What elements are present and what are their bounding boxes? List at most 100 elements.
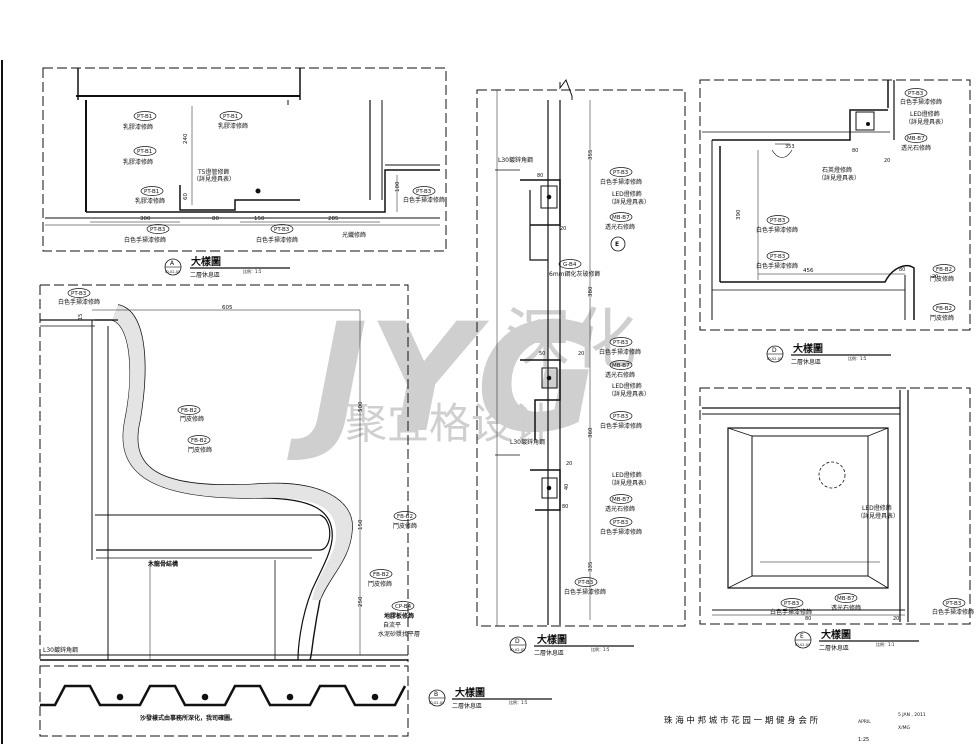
dim-a-240: 240 xyxy=(183,133,189,144)
svg-text:透光石修飾: 透光石修飾 xyxy=(605,371,635,379)
title-block-e: E ID-02-01 大樣圖 二層休息區 比例：1:1 xyxy=(794,628,919,652)
dim-b-500: 500 xyxy=(358,401,364,412)
label-self-level: 自流平 xyxy=(383,621,401,629)
svg-text:（詳見燈具表）: （詳見燈具表） xyxy=(608,390,650,398)
svg-text:B: B xyxy=(434,691,438,698)
tag-pt-b1-2 xyxy=(219,111,243,121)
drawing-initials: X/MG xyxy=(898,725,910,731)
svg-text:白色手掃漆修飾: 白色手掃漆修飾 xyxy=(756,262,798,270)
title-b-sub: 二層休息區 xyxy=(452,702,482,710)
tag-pt-b3-a2 xyxy=(146,224,170,234)
svg-text:FB-B2: FB-B2 xyxy=(191,438,207,444)
svg-text:FB-B2: FB-B2 xyxy=(936,267,952,273)
svg-text:ID-02-01: ID-02-01 xyxy=(767,357,782,361)
dim-c-40: 40 xyxy=(564,484,570,490)
dim-c-20a: 20 xyxy=(560,226,566,232)
watermark: JYG 深化 聚宜格设计 xyxy=(287,292,637,466)
title-b-main: 大樣圖 xyxy=(455,686,485,699)
svg-text:ID-02-01: ID-02-01 xyxy=(429,701,444,705)
svg-text:PT-B1: PT-B1 xyxy=(223,114,238,120)
title-e-sub: 二層休息區 xyxy=(819,644,849,652)
label-white-paint-b: 白色手掃漆修飾 xyxy=(58,298,100,306)
title-c-main: 大樣圖 xyxy=(537,633,567,646)
dim-d-80: 80 xyxy=(852,148,858,154)
title-block-b: B ID-02-01 大樣圖 二層休息區 比例：1:5 xyxy=(428,686,552,710)
label-light-box: 光纖修飾 xyxy=(342,231,366,239)
detail-b-annotations: PT-B3 白色手掃漆修飾 605 500 150 250 15 FB-B2 鬥… xyxy=(43,288,420,722)
svg-text:PT-B3: PT-B3 xyxy=(274,227,290,233)
svg-text:透光石修飾: 透光石修飾 xyxy=(605,505,635,513)
svg-text:MB-B7: MB-B7 xyxy=(837,596,855,602)
dim-c-360: 360 xyxy=(588,427,594,438)
svg-text:LED燈修飾: LED燈修飾 xyxy=(910,110,940,118)
svg-text:PT-B3: PT-B3 xyxy=(613,414,629,420)
dim-c-20b: 20 xyxy=(578,351,584,357)
svg-text:PT-B3: PT-B3 xyxy=(908,91,924,97)
tag-pt-b1-4 xyxy=(140,186,164,196)
dim-d-20b: 20 xyxy=(932,274,938,280)
dim-c-355-top: 355 xyxy=(588,149,594,160)
svg-text:白色手掃漆修飾: 白色手掃漆修飾 xyxy=(600,528,642,536)
dim-c-380: 380 xyxy=(588,286,594,297)
title-block-d: D ID-02-01 大樣圖 二層休息區 比例：1:5 xyxy=(766,342,891,366)
label-latex-paint-1: 乳膠漆修飾 xyxy=(123,123,153,131)
dim-d-20: 20 xyxy=(884,158,890,164)
dim-a-150: 150 xyxy=(254,216,265,222)
svg-text:白色手掃漆修飾: 白色手掃漆修飾 xyxy=(770,608,812,616)
svg-text:白色手掃漆修飾: 白色手掃漆修飾 xyxy=(756,226,798,234)
detail-e-annotations: LED燈修飾 （詳見燈具表） PT-B3 白色手掃漆修飾 MB-B7 透光石修飾… xyxy=(770,504,974,622)
detail-e xyxy=(699,387,971,625)
dim-a-60: 60 xyxy=(183,193,189,200)
svg-text:E: E xyxy=(800,633,804,640)
svg-text:MB-B7: MB-B7 xyxy=(612,497,630,503)
tag-pt-b1-3 xyxy=(133,146,157,156)
svg-text:PT-B3: PT-B3 xyxy=(770,254,786,260)
project-info: 珠 海 中 邦 城 市 花 园 一 期 健 身 会 所 5 JAN , 2011… xyxy=(664,712,926,743)
svg-text:PT-B3: PT-B3 xyxy=(416,189,432,195)
svg-text:PT-B3: PT-B3 xyxy=(770,218,786,224)
svg-text:LED燈修飾: LED燈修飾 xyxy=(612,382,642,390)
svg-text:透光石修飾: 透光石修飾 xyxy=(831,604,861,612)
svg-text:PT-B1: PT-B1 xyxy=(137,114,152,120)
drawing-month: APRIL xyxy=(858,719,871,725)
svg-text:ID-02-01: ID-02-01 xyxy=(165,270,180,274)
label-cement-screed: 水泥砂漿找平層 xyxy=(378,630,420,638)
detail-b xyxy=(39,284,409,737)
svg-text:FB-B2: FB-B2 xyxy=(397,514,413,520)
label-see-lamp-a: （詳見燈具表） xyxy=(193,175,235,183)
svg-text:PT-B3: PT-B3 xyxy=(71,291,87,297)
title-block-c: D ID-02-01 大樣圖 二層休息區 比例：1:5 xyxy=(509,633,634,657)
label-carpet: 地膠板修飾 xyxy=(384,612,414,620)
label-white-paint-a3: 白色手掃漆修飾 xyxy=(256,236,298,244)
detail-c-annotations: L30鍍鋅角鋼 L30鍍鋅角鋼 355 380 360 335 80 20 50… xyxy=(498,149,650,596)
dim-c-80b: 80 xyxy=(562,504,568,510)
svg-text:A: A xyxy=(170,260,175,267)
label-leather-b4: 鬥皮修飾 xyxy=(368,580,392,588)
detail-d xyxy=(699,79,971,331)
title-a-sub: 二層休息區 xyxy=(190,271,220,279)
svg-text:白色手掃漆修飾: 白色手掃漆修飾 xyxy=(900,98,942,106)
dim-d-390: 390 xyxy=(736,209,742,220)
svg-text:比例：1:5: 比例：1:5 xyxy=(243,268,262,274)
label-galv-angle-c2: L30鍍鋅角鋼 xyxy=(510,438,545,446)
dim-d-80b: 80 xyxy=(899,267,905,273)
dim-e-20: 20 xyxy=(893,616,899,622)
drawing-scale: 1:25 xyxy=(858,737,869,743)
tag-pt-b3-a1 xyxy=(412,186,436,196)
dim-a-100: 100 xyxy=(395,181,401,192)
dim-a-285: 285 xyxy=(328,216,339,222)
svg-text:白色手掃漆修飾: 白色手掃漆修飾 xyxy=(600,422,642,430)
svg-text:PT-B3: PT-B3 xyxy=(613,170,629,176)
title-a-main: 大樣圖 xyxy=(191,255,221,268)
tag-pt-b1-1 xyxy=(133,111,157,121)
dim-b-250: 250 xyxy=(358,596,364,607)
label-white-paint-a1: 白色手掃漆修飾 xyxy=(403,196,445,204)
label-latex-paint-2: 乳膠漆修飾 xyxy=(218,122,248,130)
svg-text:FB-B2: FB-B2 xyxy=(936,306,952,312)
label-t5-lamp: T5燈管修飾 xyxy=(197,168,229,176)
svg-text:PT-B1: PT-B1 xyxy=(144,189,159,195)
label-galv-angle-c1: L30鍍鋅角鋼 xyxy=(498,156,533,164)
title-block-a: A ID-02-01 大樣圖 二層休息區 比例：1:5 xyxy=(164,255,290,279)
label-leather-b3: 鬥皮修飾 xyxy=(393,522,417,530)
label-leather-b1: 鬥皮修飾 xyxy=(180,415,204,423)
